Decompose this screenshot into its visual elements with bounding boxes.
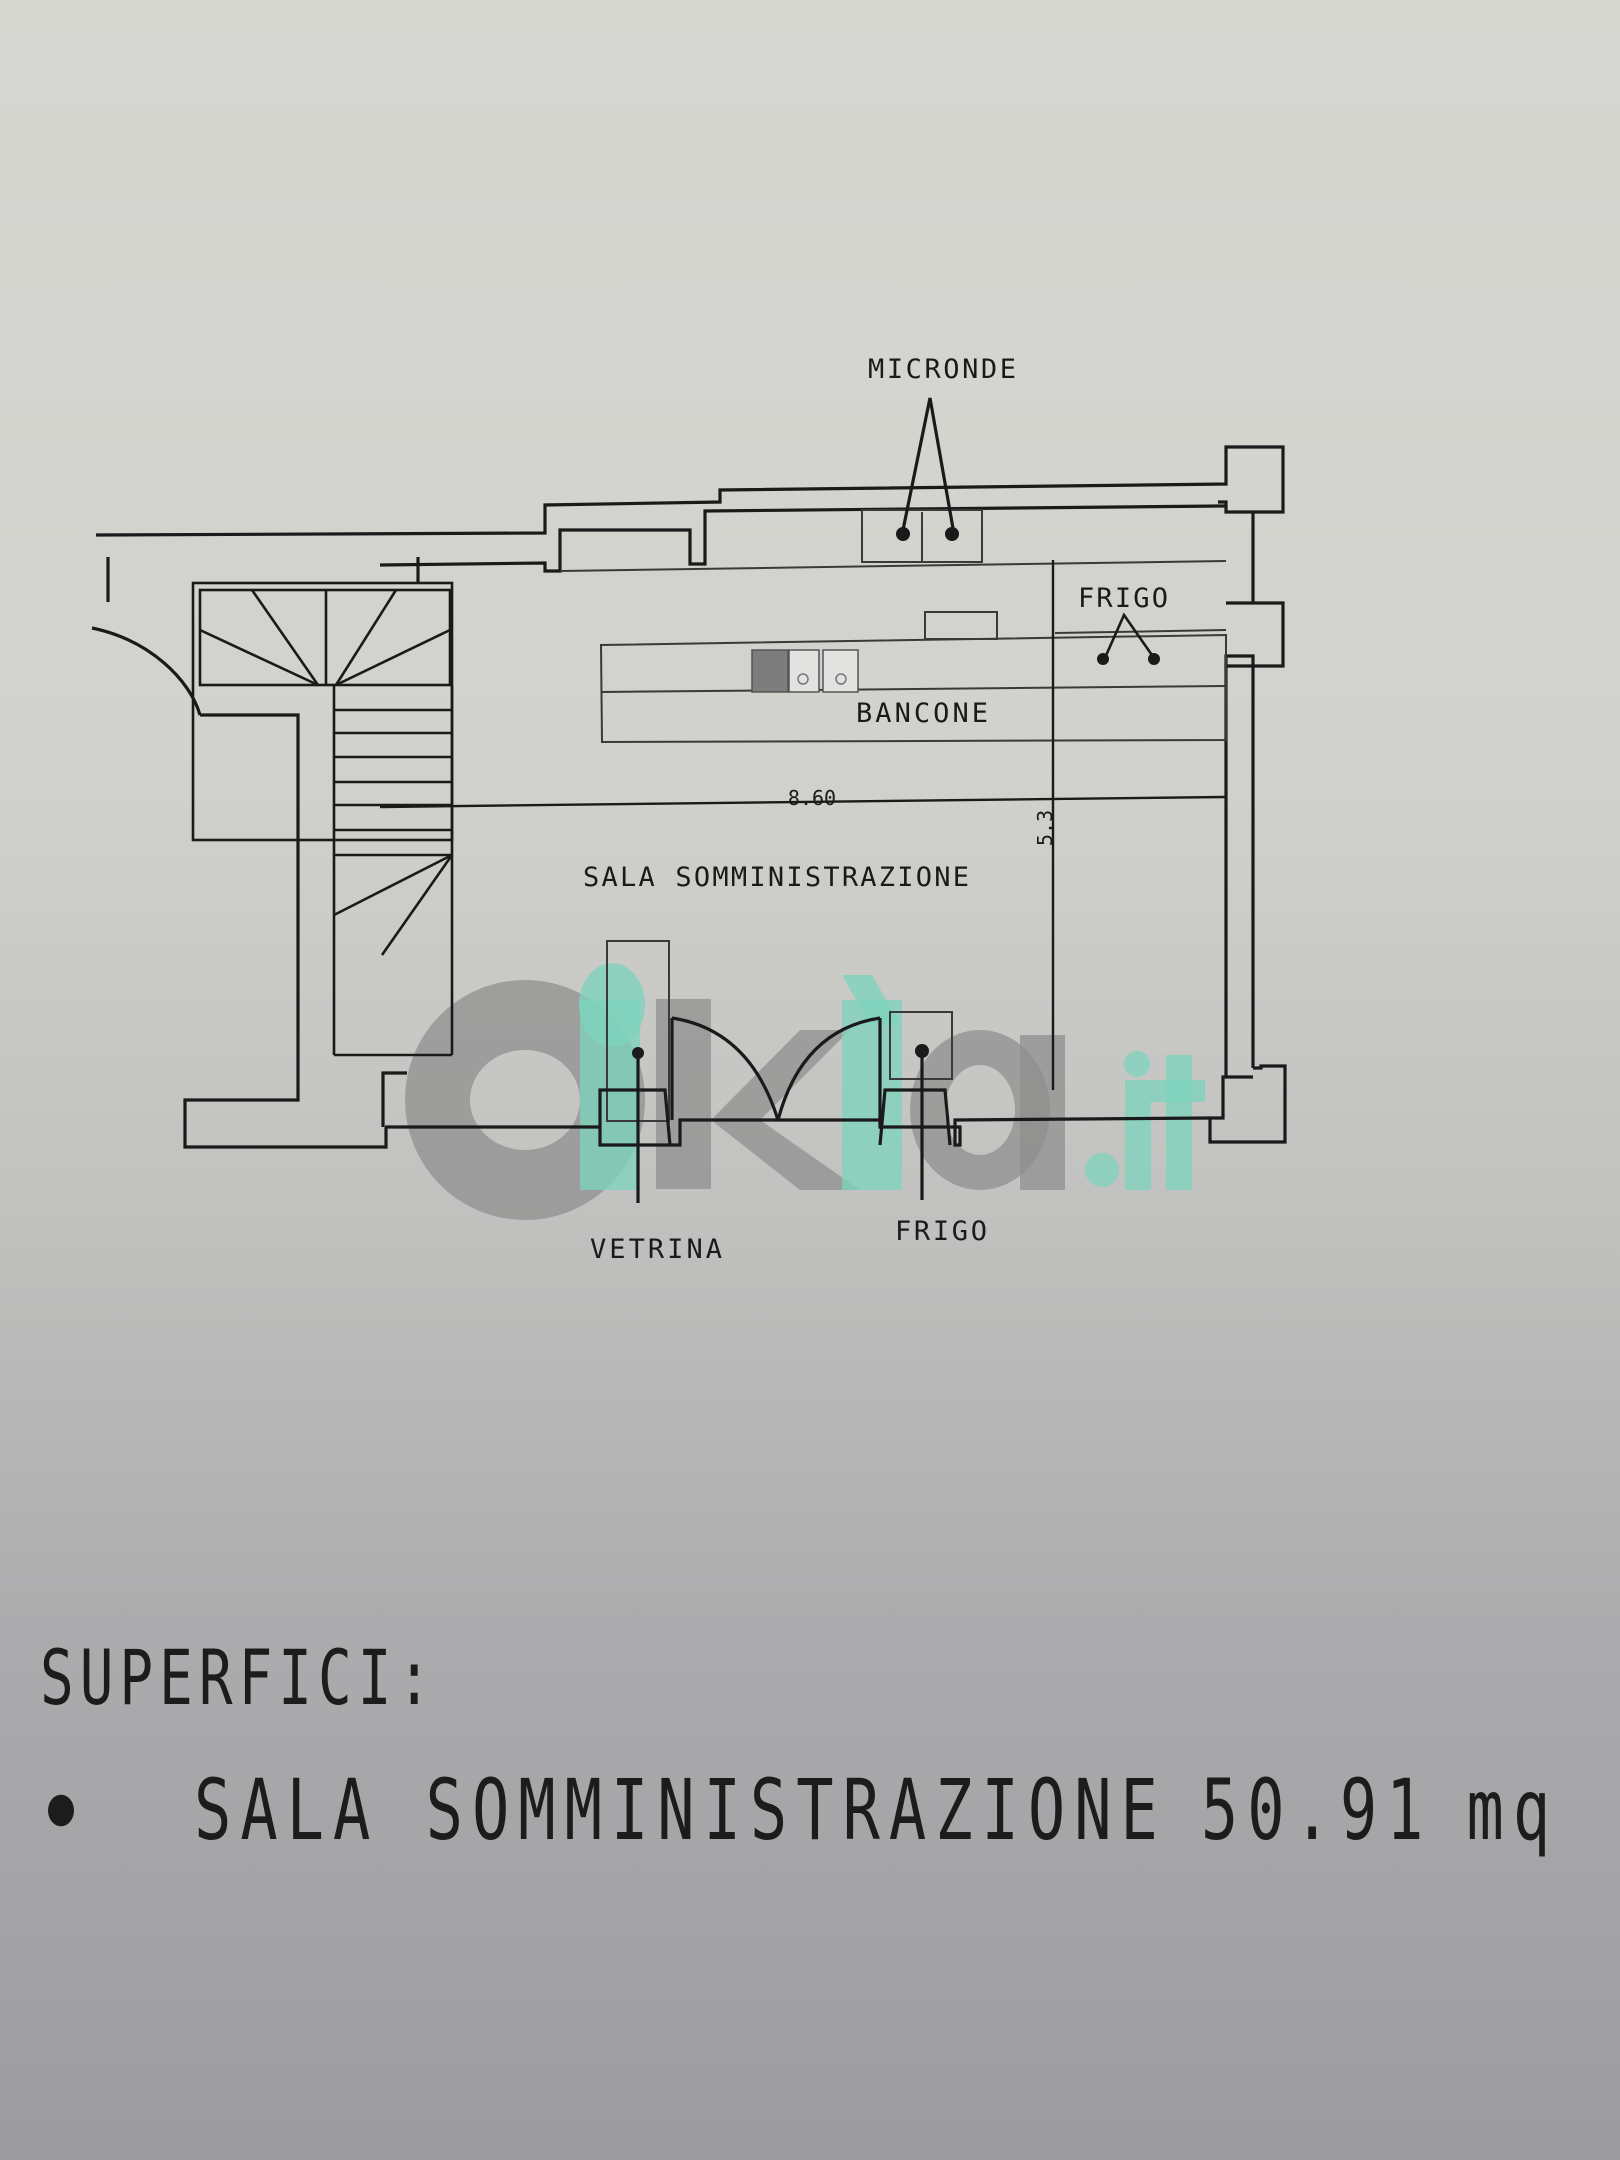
label-microwave: MICRONDE (868, 354, 1016, 385)
summary-title: SUPERFICI: (40, 1635, 438, 1723)
sink-icon (751, 649, 859, 693)
entrance-doors (598, 940, 953, 1146)
dimension-lines: 8.60 5.3 (379, 560, 1226, 1090)
summary-item: SALA SOMMINISTRAZIONE 50.91 mq (40, 1760, 1560, 1860)
label-display-case: VETRINA (590, 1234, 722, 1265)
summary-item-name: SALA SOMMINISTRAZIONE (194, 1760, 1167, 1860)
bullet-icon (48, 1794, 74, 1826)
label-fridge-bottom: FRIGO (895, 1216, 987, 1247)
counter (599, 611, 1227, 744)
label-counter: BANCONE (856, 698, 988, 729)
dimension-depth: 5.3 (1033, 810, 1057, 846)
dimension-width: 8.60 (788, 786, 836, 810)
leaders (632, 397, 1160, 1203)
summary-item-value: 50.91 (1200, 1760, 1433, 1860)
surface-summary: SUPERFICI: SALA SOMMINISTRAZIONE 50.91 m… (40, 1635, 1559, 1859)
staircase (191, 581, 454, 1057)
room-label: SALA SOMMINISTRAZIONE (583, 862, 969, 893)
watermark (405, 963, 1205, 1220)
summary-item-unit: mq (1466, 1760, 1560, 1860)
label-fridge-top: FRIGO (1078, 583, 1168, 614)
